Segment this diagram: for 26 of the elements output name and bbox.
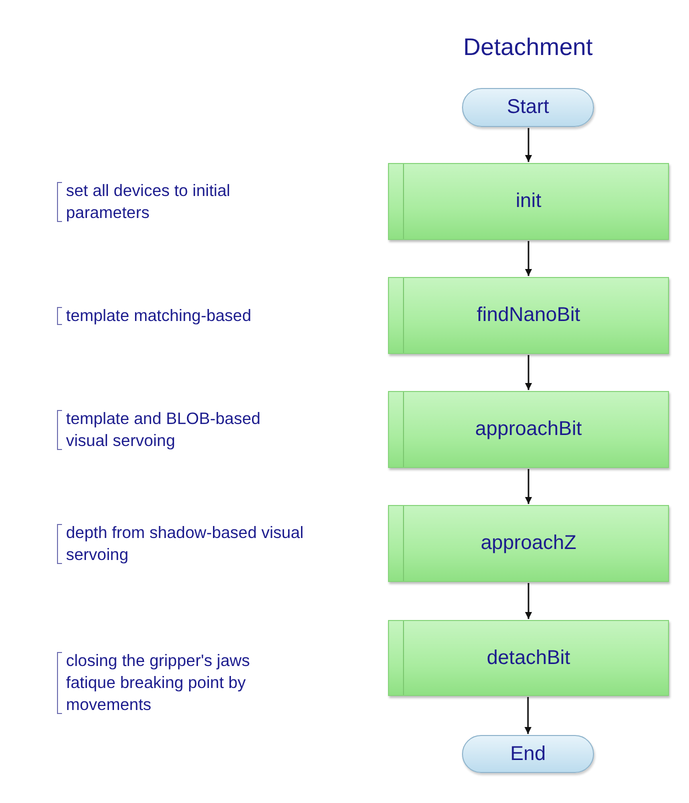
node-label: End (510, 742, 546, 766)
subprocess-box (388, 505, 669, 582)
node-label: approachZ (480, 532, 576, 555)
subprocess-box (388, 620, 669, 696)
node-label: approachBit (475, 418, 582, 441)
bracket-note: depth from shadow-based visual servoing (57, 522, 307, 566)
arrow (525, 355, 532, 390)
subprocess-box (388, 391, 669, 468)
diagram-title: Detachment (462, 34, 594, 62)
arrow (525, 241, 532, 276)
arrow (524, 697, 532, 734)
terminal-pill (462, 88, 594, 127)
subprocess-box (388, 277, 669, 354)
terminal-pill (462, 735, 594, 773)
bracket-note: template matching-based (57, 305, 307, 327)
bracket-note: set all devices to initial parameters (57, 180, 307, 224)
bracket-note: closing the gripper's jaws fatique breaking point by movements (57, 650, 289, 716)
arrow (525, 469, 532, 504)
node-label: detachBit (486, 646, 570, 670)
bracket-note: template and BLOB-based visual servoing (57, 408, 307, 452)
subprocess-box (388, 163, 669, 240)
node-label: findNanoBit (476, 304, 580, 327)
arrow (525, 128, 532, 162)
node-label: init (516, 190, 542, 213)
arrow (525, 583, 532, 619)
node-label: Start (506, 96, 550, 119)
